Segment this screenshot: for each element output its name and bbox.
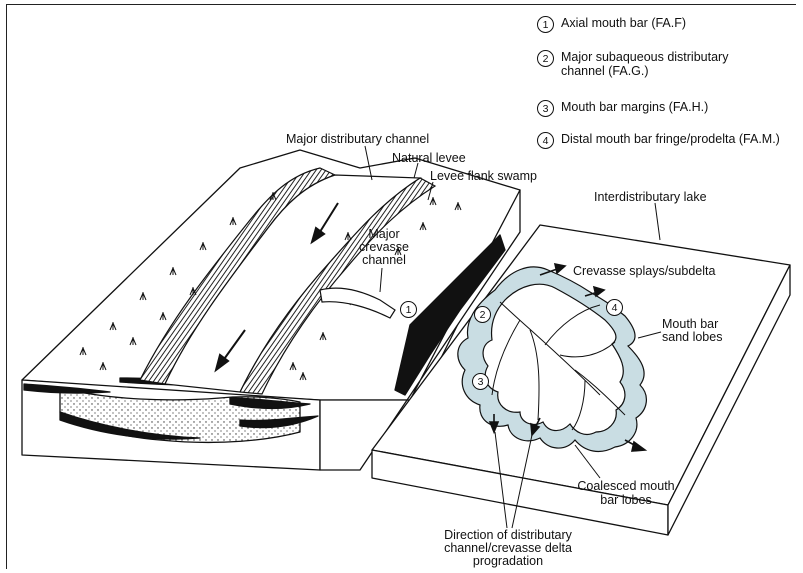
legend-text-2: Major subaqueous distributary channel (F… — [561, 50, 728, 78]
leader-interdistributary-lake — [655, 203, 660, 240]
marker-3: 3 — [472, 373, 489, 390]
label-interdistributary-lake: Interdistributary lake — [594, 190, 707, 204]
legend-number-1: 1 — [537, 16, 554, 33]
legend-item-2: 2 Major subaqueous distributary channel … — [537, 50, 728, 78]
legend-text-1: Axial mouth bar (FA.F) — [561, 16, 686, 30]
label-major-crevasse-channel: Major crevasse channel — [352, 228, 416, 267]
legend-number-3: 3 — [537, 100, 554, 117]
legend-number-2: 2 — [537, 50, 554, 67]
label-crevasse-splays: Crevasse splays/subdelta — [573, 264, 715, 278]
marker-1: 1 — [400, 301, 417, 318]
legend-number-4: 4 — [537, 132, 554, 149]
legend-item-3: 3 Mouth bar margins (FA.H.) — [537, 100, 708, 117]
legend-item-4: 4 Distal mouth bar fringe/prodelta (FA.M… — [537, 132, 780, 149]
legend-text-3: Mouth bar margins (FA.H.) — [561, 100, 708, 114]
label-direction-progradation: Direction of distributary channel/crevas… — [433, 529, 583, 568]
marker-4: 4 — [606, 299, 623, 316]
label-mouth-bar-sand-lobes: Mouth bar sand lobes — [662, 318, 722, 344]
legend-item-1: 1 Axial mouth bar (FA.F) — [537, 16, 686, 33]
legend-text-4: Distal mouth bar fringe/prodelta (FA.M.) — [561, 132, 780, 146]
label-natural-levee: Natural levee — [392, 151, 466, 165]
label-major-distributary-channel: Major distributary channel — [286, 132, 429, 146]
label-coalesced-mouth-bar-lobes: Coalesced mouth bar lobes — [576, 479, 676, 507]
label-levee-flank-swamp: Levee flank swamp — [430, 169, 537, 183]
marker-2: 2 — [474, 306, 491, 323]
